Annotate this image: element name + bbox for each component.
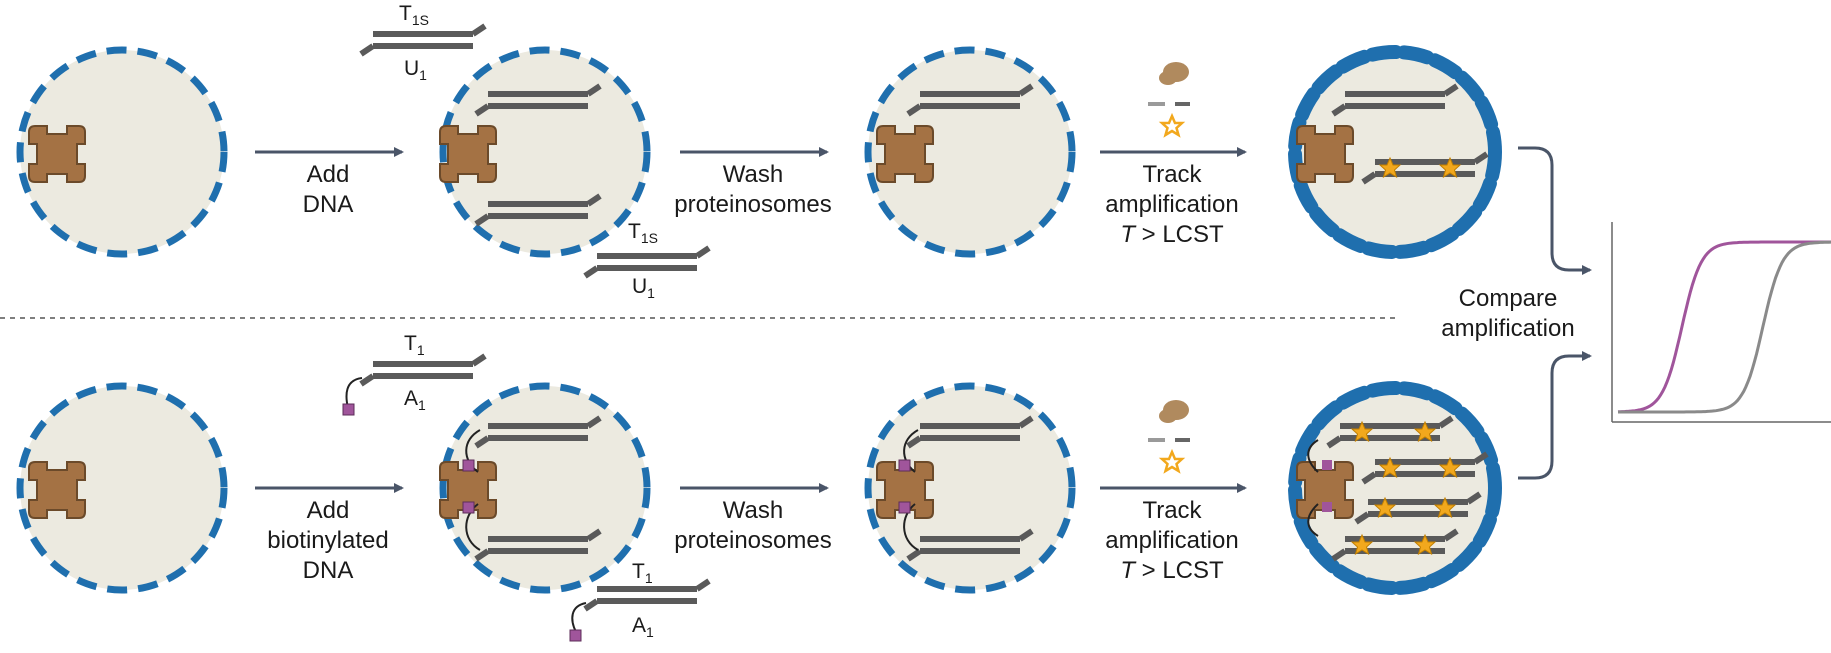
label-track-top-2: amplification <box>1105 191 1238 218</box>
proteinosome-empty-bottom <box>16 382 228 594</box>
amplification-curve-2 <box>1618 240 1831 414</box>
proteinosome-biotin-bottom <box>439 382 651 594</box>
proteinosome-washed-top <box>864 46 1076 258</box>
polymerase-enzyme-icon-bottom <box>1148 400 1190 473</box>
svg-text:U1: U1 <box>632 275 655 301</box>
svg-text:A1: A1 <box>632 614 654 640</box>
proteinosome-amplified-top <box>1288 45 1502 259</box>
label-add-dna-2: DNA <box>303 191 354 218</box>
label-wash-bottom-1: Wash <box>723 497 783 524</box>
label-track-top-3: T > LCST <box>1120 221 1224 248</box>
free-biotin-dna-bottom-1: T1 A1 <box>342 332 485 416</box>
proteinosome-dna-top <box>439 46 651 258</box>
proteinosome-empty-top <box>16 46 228 258</box>
label-add-dna-1: Add <box>307 161 350 188</box>
polymerase-enzyme-icon-top <box>1148 62 1190 137</box>
arrow-compare-bottom <box>1518 351 1592 480</box>
label-add-bio-1: Add <box>307 497 350 524</box>
svg-text:T1: T1 <box>632 560 653 586</box>
proteinosome-washed-bottom <box>864 382 1076 594</box>
svg-text:T1: T1 <box>404 332 425 358</box>
label-track-top-1: Track <box>1142 161 1202 188</box>
amplification-curve-1 <box>1617 240 1831 414</box>
label-wash-bottom-2: proteinosomes <box>674 527 831 554</box>
label-add-bio-3: DNA <box>303 557 354 584</box>
label-track-bottom-1: Track <box>1142 497 1202 524</box>
label-compare-2: amplification <box>1441 315 1574 342</box>
amplification-plot <box>1611 222 1831 423</box>
free-dna-top-2: T1S U1 <box>585 220 709 301</box>
svg-text:A1: A1 <box>404 387 426 413</box>
label-compare-1: Compare <box>1459 285 1558 312</box>
svg-text:U1: U1 <box>404 57 427 83</box>
arrow-compare-top <box>1518 146 1592 275</box>
proteinosome-amplified-bottom <box>1288 381 1502 595</box>
label-add-bio-2: biotinylated <box>267 527 388 554</box>
label-track-bottom-2: amplification <box>1105 527 1238 554</box>
free-biotin-dna-bottom-2: T1 A1 <box>569 560 709 642</box>
svg-text:T1S: T1S <box>628 220 658 246</box>
label-wash-top-2: proteinosomes <box>674 191 831 218</box>
label-wash-top-1: Wash <box>723 161 783 188</box>
label-track-bottom-3: T > LCST <box>1120 557 1224 584</box>
svg-text:T1S: T1S <box>399 2 429 28</box>
free-dna-top-1: T1S U1 <box>361 2 485 83</box>
